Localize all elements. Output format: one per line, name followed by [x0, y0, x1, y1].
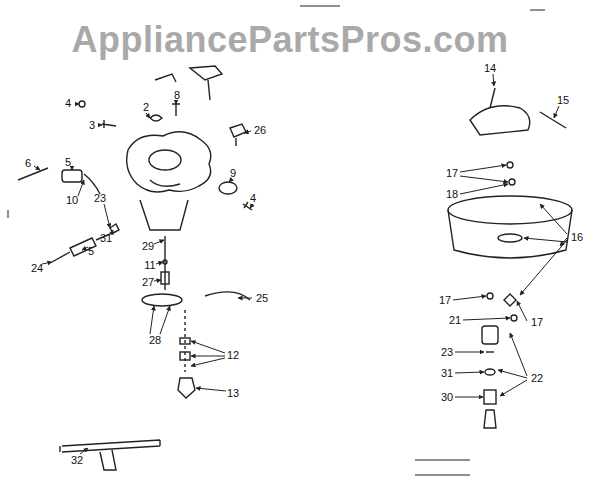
callout-number: 23: [441, 347, 453, 358]
watermark: AppliancePartsPros.com: [71, 22, 508, 58]
callout-number: 6: [25, 158, 31, 169]
right-assembly: [448, 88, 572, 428]
callout-number: 13: [227, 388, 239, 399]
callout-number: 25: [256, 293, 268, 304]
callout-number: 9: [230, 168, 236, 179]
callout-number: 2: [143, 102, 149, 113]
left-assembly: [18, 66, 252, 470]
callout-number: 23: [94, 193, 106, 204]
callout-number: 16: [571, 232, 583, 243]
callout-number: 22: [531, 373, 543, 384]
callout-number: 12: [227, 350, 239, 361]
callout-number: 31: [441, 368, 453, 379]
callout-number: 31: [100, 233, 112, 244]
callout-number: 28: [149, 335, 161, 346]
callout-number: 14: [484, 63, 496, 74]
callout-number: 5: [65, 157, 71, 168]
callout-number: 4: [65, 98, 71, 109]
callout-number: 32: [71, 455, 83, 466]
callout-number: 21: [449, 315, 461, 326]
callout-number: 29: [142, 241, 154, 252]
callout-number: 24: [31, 263, 43, 274]
callout-number: 17: [446, 168, 458, 179]
page-marks: [8, 6, 545, 475]
callout-number: 11: [144, 260, 155, 271]
callout-number: 26: [254, 125, 266, 136]
callout-number: 8: [174, 90, 180, 101]
callout-number: 5: [88, 246, 94, 257]
callout-number: 30: [441, 392, 453, 403]
callout-number: 15: [557, 95, 569, 106]
callout-number: 18: [446, 189, 458, 200]
callout-number: 27: [142, 277, 154, 288]
callout-number: 4: [250, 193, 256, 204]
callout-number: 10: [66, 195, 78, 206]
callout-number: 17: [531, 317, 543, 328]
leader-lines: [34, 74, 567, 454]
callout-number: 17: [439, 295, 451, 306]
callout-number: 3: [89, 120, 95, 131]
